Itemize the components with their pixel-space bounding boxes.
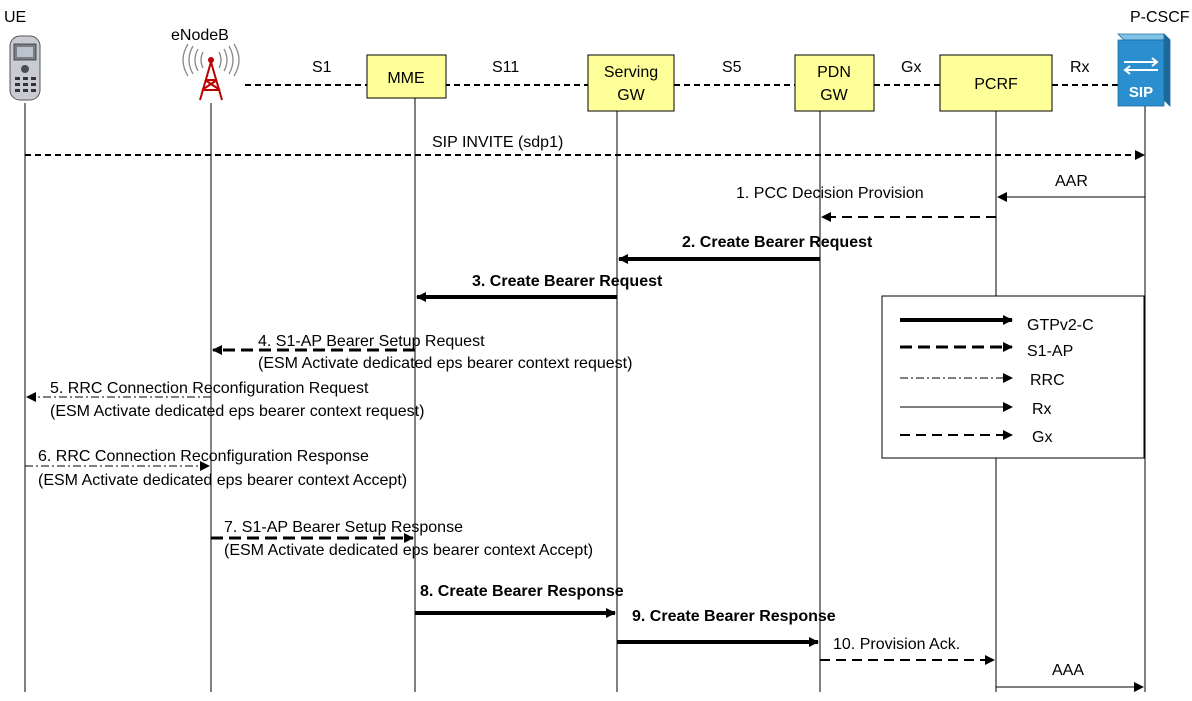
msg-sip-invite: SIP INVITE (sdp1) — [432, 134, 563, 151]
msg-5-line1: 5. RRC Connection Reconfiguration Reques… — [50, 380, 369, 397]
serving-gw-label-line1: Serving — [604, 64, 658, 81]
msg-9: 9. Create Bearer Response — [632, 608, 836, 625]
interface-label-s11: S11 — [492, 59, 519, 76]
ue-label: UE — [4, 9, 26, 26]
pdn-gw-label-line1: PDN — [817, 64, 851, 81]
msg-8: 8. Create Bearer Response — [420, 583, 624, 600]
pdn-gw-node — [794, 54, 875, 112]
msg-aaa: AAA — [1052, 662, 1084, 679]
sip-server-icon: SIP — [1117, 33, 1171, 107]
antenna-tower-icon — [182, 43, 240, 101]
msg-6-line2: (ESM Activate dedicated eps bearer conte… — [38, 472, 407, 489]
msg-3: 3. Create Bearer Request — [472, 273, 663, 290]
interface-label-s1: S1 — [312, 59, 332, 76]
enodeb-label: eNodeB — [171, 27, 229, 44]
msg-7-line1: 7. S1-AP Bearer Setup Response — [224, 519, 463, 536]
msg-6-line1: 6. RRC Connection Reconfiguration Respon… — [38, 448, 369, 465]
legend-box — [881, 295, 1145, 459]
legend-label-rrc: RRC — [1030, 372, 1065, 389]
msg-4-line1: 4. S1-AP Bearer Setup Request — [258, 333, 485, 350]
msg-1: 1. PCC Decision Provision — [736, 185, 924, 202]
pdn-gw-label-line2: GW — [820, 87, 848, 104]
msg-4-line2: (ESM Activate dedicated eps bearer conte… — [258, 355, 632, 372]
legend-label-rx: Rx — [1032, 401, 1052, 418]
pcrf-node — [939, 54, 1053, 112]
msg-5-line2: (ESM Activate dedicated eps bearer conte… — [50, 403, 424, 420]
legend: GTPv2-C S1-AP RRC Rx Gx — [881, 295, 1145, 459]
msg-10: 10. Provision Ack. — [833, 636, 960, 653]
mme-node — [366, 54, 447, 99]
interface-label-gx: Gx — [901, 59, 921, 76]
interface-label-s5: S5 — [722, 59, 742, 76]
phone-icon — [9, 35, 41, 101]
legend-label-gx: Gx — [1032, 429, 1052, 446]
msg-aar: AAR — [1055, 173, 1088, 190]
sip-icon-text: SIP — [1129, 84, 1153, 101]
pcrf-label: PCRF — [974, 76, 1018, 93]
pcscf-label: P-CSCF — [1130, 9, 1190, 26]
interface-label-rx: Rx — [1070, 59, 1090, 76]
serving-gw-node — [587, 54, 675, 112]
mme-label: MME — [387, 70, 424, 87]
msg-2: 2. Create Bearer Request — [682, 234, 873, 251]
legend-label-gtp: GTPv2-C — [1027, 317, 1094, 334]
legend-label-s1ap: S1-AP — [1027, 343, 1073, 360]
msg-7-line2: (ESM Activate dedicated eps bearer conte… — [224, 542, 593, 559]
serving-gw-label-line2: GW — [617, 87, 645, 104]
